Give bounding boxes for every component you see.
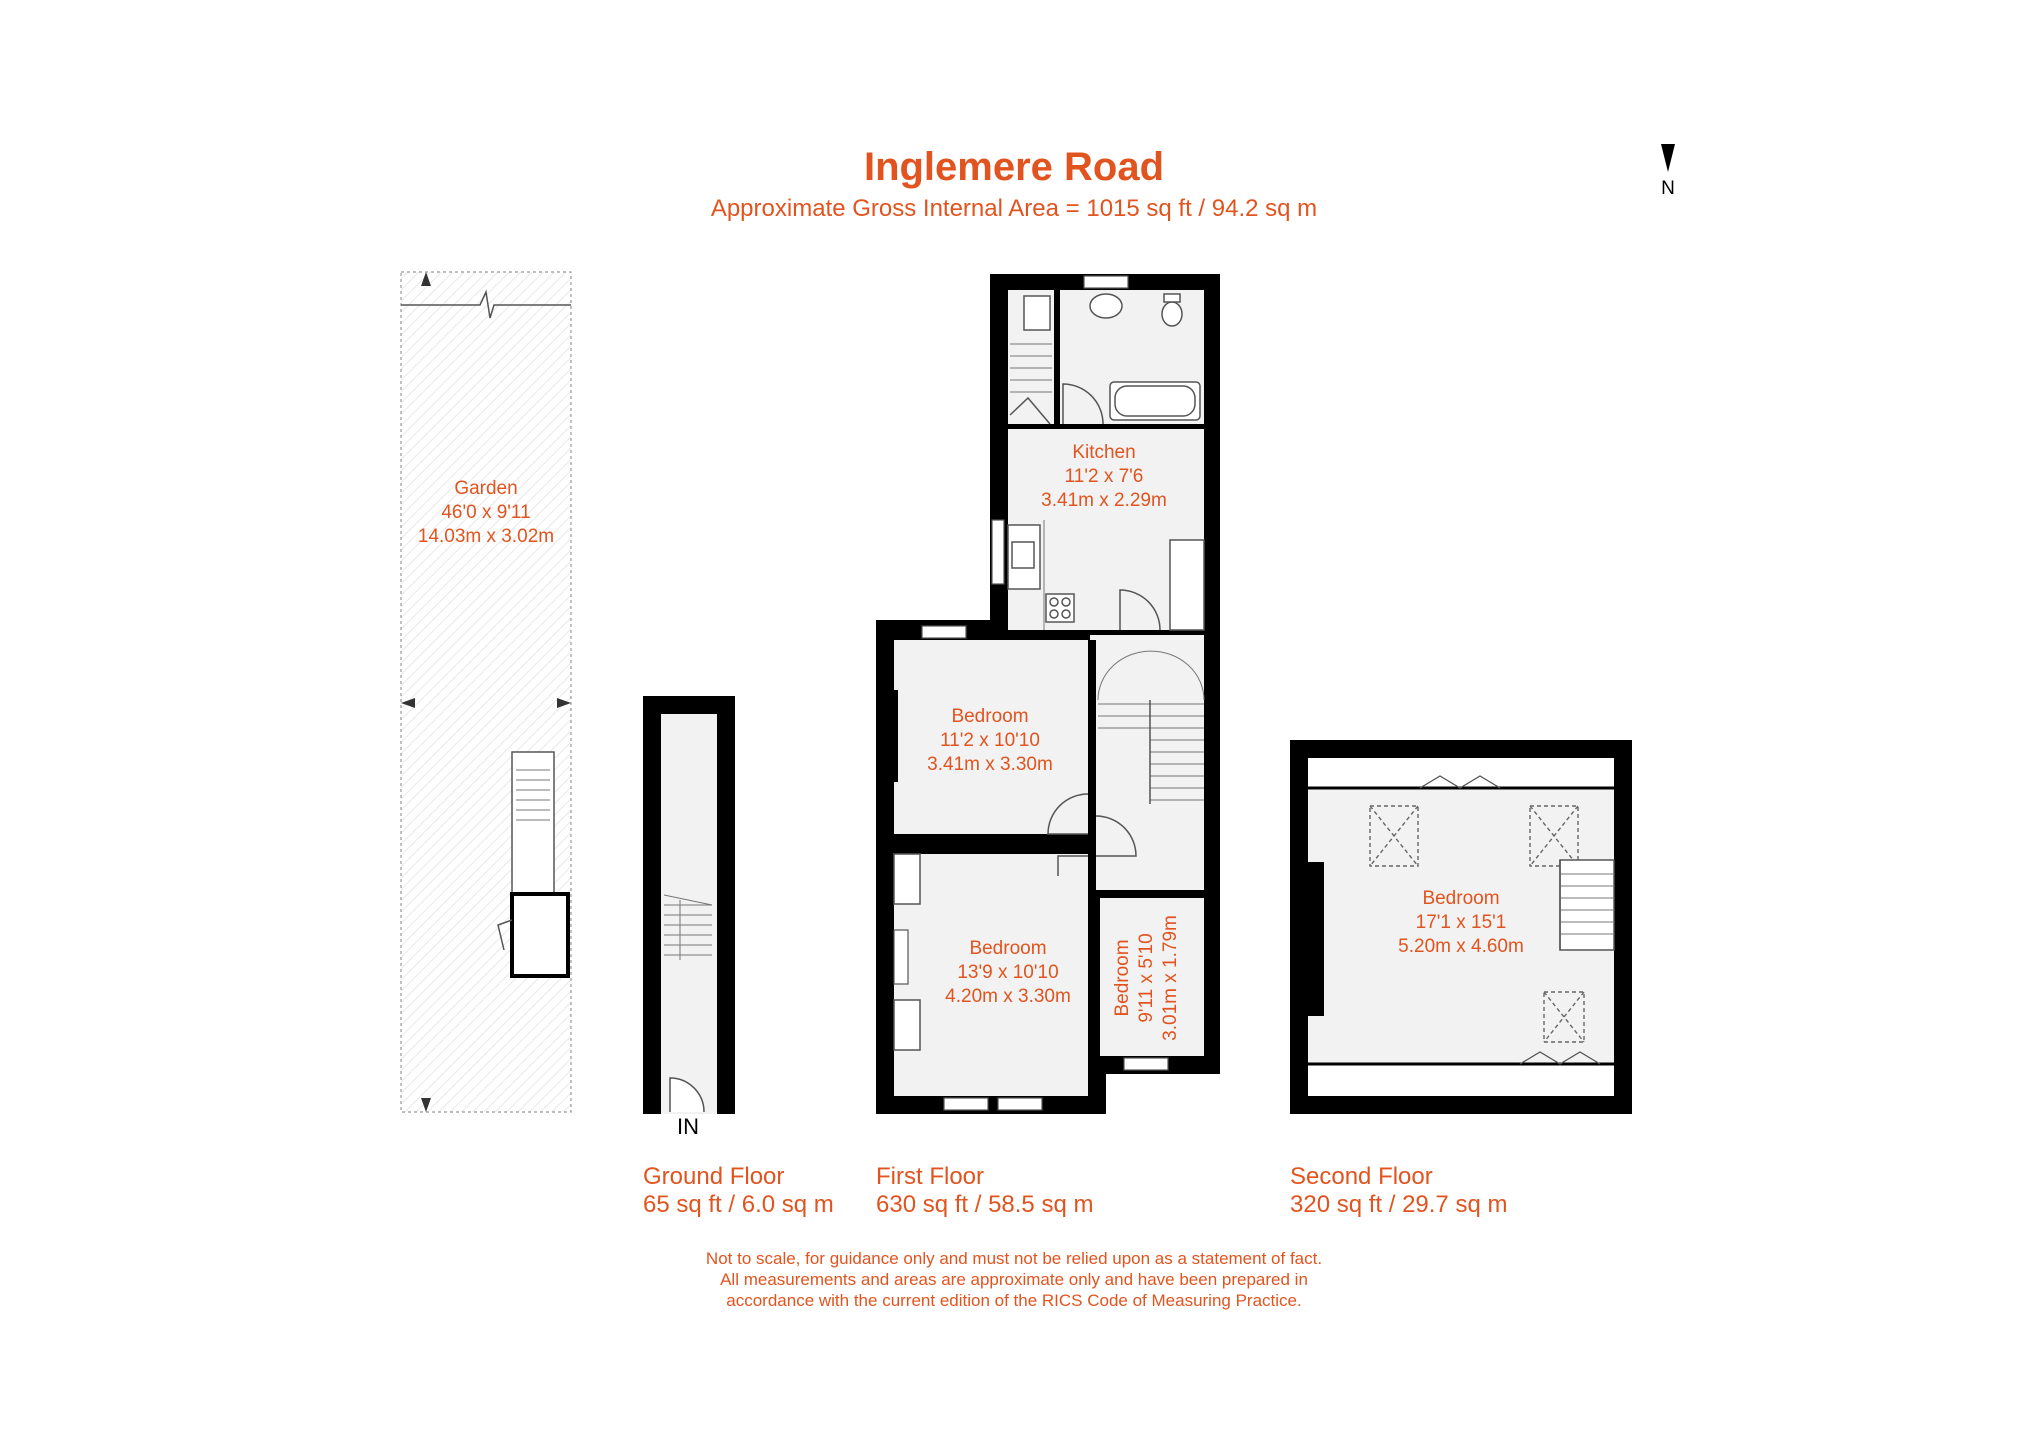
- bedroom-rear-dim-imperial: 11'2 x 10'10: [940, 730, 1040, 751]
- gross-area-subtitle: Approximate Gross Internal Area = 1015 s…: [711, 195, 1317, 222]
- first-floor-name: First Floor: [876, 1163, 984, 1190]
- kitchen-dim-metric: 3.41m x 2.29m: [1041, 490, 1167, 511]
- bedroom-loft-dim-imperial: 17'1 x 15'1: [1416, 912, 1507, 933]
- ground-floor-name: Ground Floor: [643, 1163, 784, 1190]
- kitchen-dim-imperial: 11'2 x 7'6: [1065, 466, 1144, 487]
- garden-dim-metric: 14.03m x 3.02m: [418, 526, 554, 547]
- first-floor-area: 630 sq ft / 58.5 sq m: [876, 1191, 1093, 1218]
- kitchen-label: Kitchen: [1072, 442, 1135, 463]
- second-floor-plan: [1290, 740, 1632, 1114]
- page-title: Inglemere Road: [864, 145, 1164, 189]
- bedroom-rear-dim-metric: 3.41m x 3.30m: [927, 754, 1053, 775]
- garden-dim-imperial: 46'0 x 9'11: [441, 502, 530, 523]
- north-label: N: [1661, 178, 1675, 199]
- disclaimer-line-1: Not to scale, for guidance only and must…: [706, 1249, 1322, 1268]
- second-floor-area: 320 sq ft / 29.7 sq m: [1290, 1191, 1507, 1218]
- bedroom-front-dim-imperial: 13'9 x 10'10: [957, 962, 1058, 983]
- garden-area: [400, 271, 572, 1113]
- bedroom-small-label: Bedroom: [1112, 939, 1133, 1016]
- first-floor-plan: [876, 274, 1220, 1114]
- disclaimer-line-3: accordance with the current edition of t…: [726, 1291, 1301, 1310]
- bedroom-front-dim-metric: 4.20m x 3.30m: [945, 986, 1071, 1007]
- ground-floor-plan: [643, 696, 735, 1114]
- entrance-label: IN: [677, 1114, 699, 1139]
- north-arrow-icon: [1661, 144, 1675, 172]
- bedroom-loft-label: Bedroom: [1422, 888, 1499, 909]
- bedroom-front-label: Bedroom: [969, 938, 1046, 959]
- second-floor-name: Second Floor: [1290, 1163, 1433, 1190]
- garden-label: Garden: [454, 478, 517, 499]
- bedroom-small-dim-imperial: 9'11 x 5'10: [1136, 933, 1157, 1022]
- bedroom-loft-dim-metric: 5.20m x 4.60m: [1398, 936, 1524, 957]
- bedroom-rear-label: Bedroom: [951, 706, 1028, 727]
- disclaimer-line-2: All measurements and areas are approxima…: [720, 1270, 1308, 1289]
- ground-floor-area: 65 sq ft / 6.0 sq m: [643, 1191, 834, 1218]
- bedroom-small-dim-metric: 3.01m x 1.79m: [1160, 915, 1181, 1041]
